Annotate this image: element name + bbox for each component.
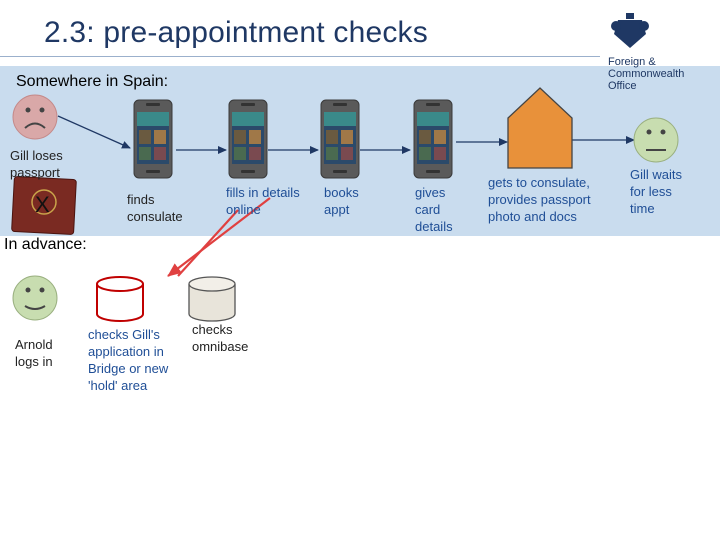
phone-icon [413, 99, 453, 179]
section-heading-spain: Somewhere in Spain: [16, 73, 169, 90]
step-label-books-appt: books appt [324, 185, 359, 217]
brand-name: Foreign & Commonwealth Office [608, 56, 685, 92]
happy-face-icon [633, 117, 679, 163]
step-label-consulate: gets to consulate, provides passport pho… [488, 175, 591, 224]
spain-band [0, 66, 720, 236]
phone-icon [133, 99, 173, 179]
phone-icon [228, 99, 268, 179]
red-arrows [167, 197, 271, 277]
arrow-phone2-to-db [167, 197, 271, 277]
step-label-finds-consulate: finds consulate [127, 192, 183, 224]
step-label-gives-card: gives card details [415, 185, 453, 234]
house-icon [507, 87, 573, 169]
sad-face-icon [12, 94, 58, 140]
arrow-phone2-to-omnibase [177, 209, 239, 277]
advance-label-arnold: Arnold logs in [15, 337, 53, 369]
svg-text:X: X [35, 192, 50, 217]
title-divider [0, 56, 600, 57]
arrow-face-to-phone1 [57, 115, 131, 149]
database-icon [96, 276, 144, 322]
step-label-fills-details: fills in details online [226, 185, 300, 217]
flow-arrows [57, 115, 635, 154]
passport-icon: X [11, 176, 77, 235]
happy-face-icon [12, 275, 58, 321]
phone-icon [320, 99, 360, 179]
crest-icon [611, 13, 649, 48]
section-heading-advance: In advance: [4, 236, 87, 253]
page-title: 2.3: pre-appointment checks [44, 16, 428, 49]
step-label-gill-loses: Gill loses passport [10, 148, 63, 180]
database-icon [188, 276, 236, 322]
advance-label-bridge: checks Gill's application in Bridge or n… [88, 327, 169, 393]
step-label-gill-waits: Gill waits for less time [630, 167, 683, 216]
advance-label-omnibase: checks omnibase [192, 322, 249, 354]
